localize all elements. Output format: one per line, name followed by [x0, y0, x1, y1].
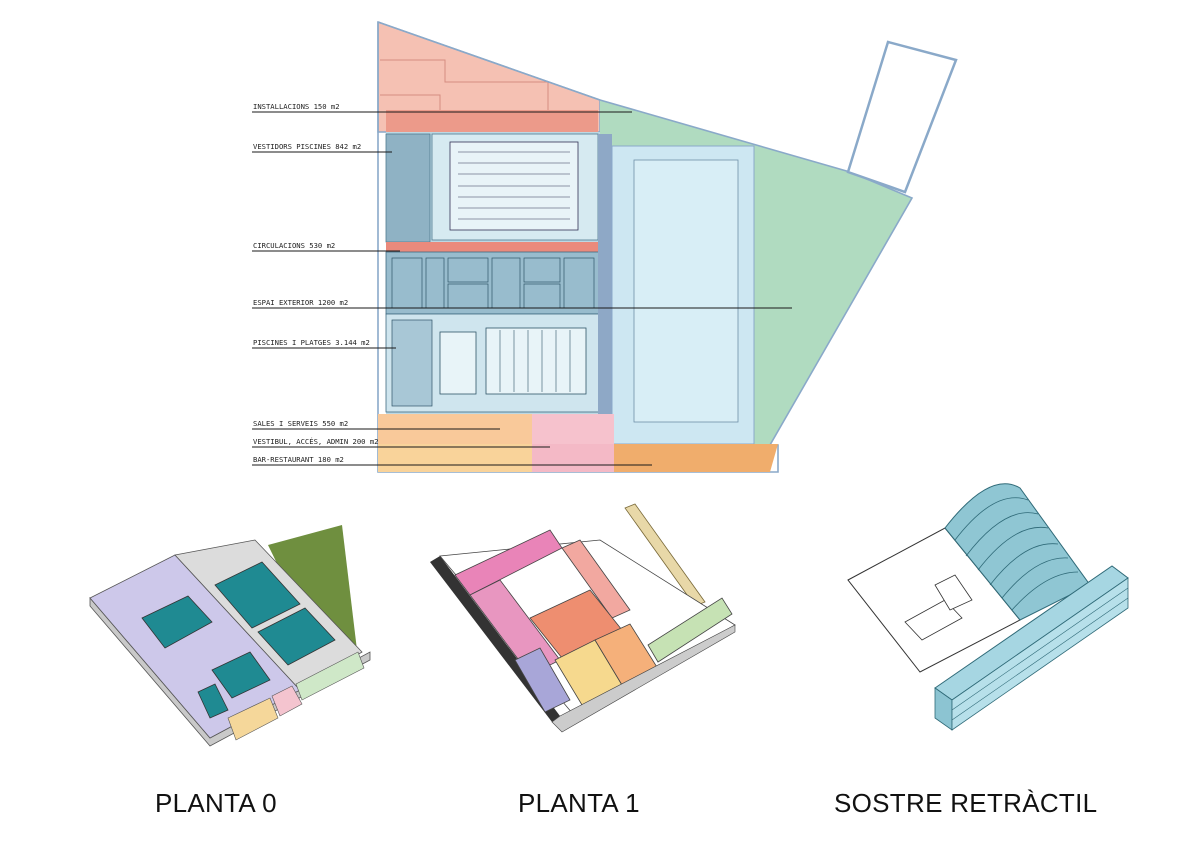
- changing-room-partitions: [391, 257, 595, 309]
- outdoor-pool: [633, 159, 739, 423]
- label-vestibul: VESTIBUL, ACCÉS, ADMIN 200 m2: [253, 437, 379, 446]
- small-room-block: [391, 319, 433, 407]
- axo-roof-bar-stripes: [951, 587, 1129, 721]
- espai-exterior-zone: [600, 100, 912, 445]
- axo-p1-lavender: [514, 647, 571, 713]
- building-edge-strip: [598, 134, 612, 414]
- label-bar: BAR-RESTAURANT 180 m2: [253, 455, 344, 464]
- vestidors-middle: [385, 251, 601, 315]
- pool-top-lanes: [458, 151, 570, 220]
- leader-lines: [252, 111, 792, 466]
- label-vestidors: VESTIDORS PISCINES 842 m2: [253, 142, 361, 151]
- caption-planta-0: PLANTA 0: [155, 788, 277, 818]
- annex-outline: [846, 40, 958, 194]
- bar-zone: [614, 444, 778, 472]
- axo-planta-1: [430, 503, 736, 733]
- axo-p0-bar: [227, 697, 279, 741]
- axo-planta-0: [89, 525, 371, 747]
- axo-roof-vault: [944, 483, 1091, 621]
- axo-p0-sales: [295, 651, 365, 701]
- label-sales: SALES I SERVEIS 550 m2: [253, 419, 348, 428]
- label-piscines: PISCINES I PLATGES 3.144 m2: [253, 338, 370, 347]
- axo-roof-vault-ribs: [954, 497, 1079, 611]
- vestibul-zone-lower: [532, 444, 614, 472]
- pool-small: [439, 331, 477, 395]
- site-plan: INSTALLACIONS 150 m2 VESTIDORS PISCINES …: [252, 20, 958, 473]
- axo-p1-green: [647, 597, 733, 663]
- site-boundary-line: [380, 59, 549, 110]
- axo-p0-pool-5: [197, 683, 229, 719]
- bar-zone-left: [378, 444, 532, 472]
- label-circulacions: CIRCULACIONS 530 m2: [253, 241, 335, 250]
- axo-sostre: [847, 483, 1129, 731]
- axo-p0-pool-2: [214, 561, 301, 629]
- vestidors-zone: [385, 133, 431, 243]
- pool-large-lanes: [499, 330, 571, 392]
- pool-large: [485, 327, 587, 395]
- installacions-strip: [386, 110, 598, 132]
- axo-p0-vestibul: [271, 685, 303, 717]
- vestibul-zone: [532, 414, 614, 444]
- axo-p0-pool-3: [257, 607, 336, 666]
- axo-p0-pool-1: [141, 595, 213, 649]
- label-installacions: INSTALLACIONS 150 m2: [253, 102, 340, 111]
- axo-p1-base: [551, 624, 736, 733]
- caption-sostre-retractil: SOSTRE RETRÀCTIL: [834, 788, 1098, 818]
- site-boundary-line: [380, 94, 441, 110]
- axo-roof-block-top: [934, 574, 973, 611]
- circulacions-band: [386, 242, 600, 252]
- axo-roof-block: [904, 599, 963, 641]
- axo-p0-pool-4: [211, 651, 271, 699]
- label-espai-exterior: ESPAI EXTERIOR 1200 m2: [253, 298, 348, 307]
- axo-p1-salmon: [561, 539, 631, 619]
- axo-p1-railing: [624, 503, 706, 607]
- caption-planta-1: PLANTA 1: [518, 788, 640, 818]
